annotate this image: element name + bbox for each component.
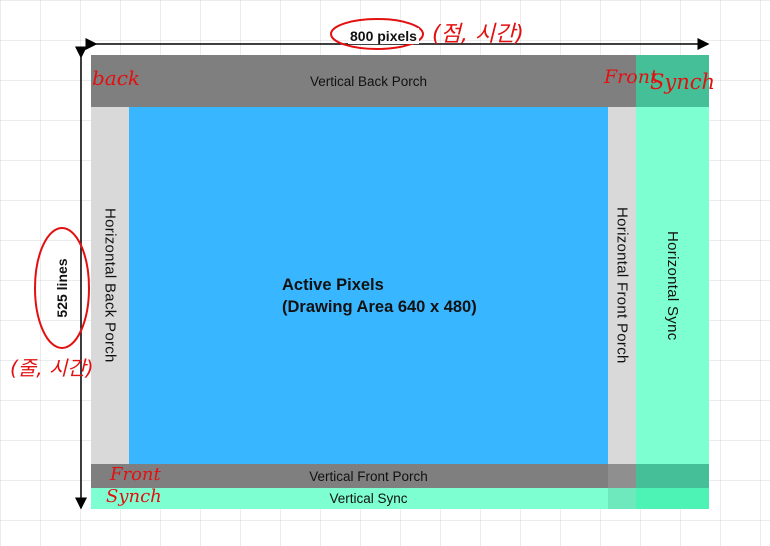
horizontal-back-porch-label: Horizontal Back Porch: [101, 208, 119, 363]
vertical-front-porch: Vertical Front Porch: [129, 464, 608, 488]
vertical-back-porch-corner-left: [91, 55, 129, 107]
vertical-back-porch-label: Vertical Back Porch: [309, 73, 428, 89]
synch-top-annotation: Synch: [650, 70, 716, 94]
active-pixels-text: Active Pixels (Drawing Area 640 x 480): [282, 274, 477, 318]
front-bottom-annotation: Front: [110, 464, 161, 485]
vertical-sync-corner-left: [91, 488, 129, 509]
horizontal-sync-label: Horizontal Sync: [664, 230, 681, 341]
vertical-back-porch-corner-front: [608, 55, 636, 107]
active-pixels-title: Active Pixels: [282, 276, 384, 294]
width-note-annotation: (점, 시간): [432, 22, 524, 47]
front-top-annotation: Front: [604, 66, 658, 88]
synch-bottom-annotation: Synch: [106, 486, 162, 507]
vertical-front-porch-corner-left: [91, 464, 129, 488]
vertical-front-porch-label: Vertical Front Porch: [309, 468, 428, 484]
back-annotation: back: [92, 66, 141, 90]
width-circle-annotation: [330, 18, 424, 50]
height-note-annotation: (줄, 시간): [10, 356, 94, 380]
horizontal-front-porch: Horizontal Front Porch: [608, 107, 636, 464]
width-dimension-label: 800 pixels: [348, 28, 419, 44]
vertical-sync-corner-sync: [636, 488, 709, 509]
vertical-front-porch-corner-sync: [636, 464, 709, 488]
active-pixels-subtitle: (Drawing Area 640 x 480): [282, 298, 477, 316]
horizontal-back-porch: Horizontal Back Porch: [91, 107, 129, 464]
height-circle-annotation: [34, 227, 90, 349]
vertical-sync-corner-front: [608, 488, 636, 509]
vertical-sync-label: Vertical Sync: [329, 491, 408, 506]
horizontal-front-porch-label: Horizontal Front Porch: [613, 207, 631, 364]
horizontal-sync: Horizontal Sync: [636, 107, 709, 464]
height-dimension-label: 525 lines: [54, 258, 70, 318]
vertical-back-porch: Vertical Back Porch: [129, 55, 608, 107]
vertical-back-porch-corner-sync: [636, 55, 709, 107]
vertical-sync: Vertical Sync: [129, 488, 608, 509]
active-pixels-area: [129, 107, 608, 464]
vertical-front-porch-corner-front: [608, 464, 636, 488]
